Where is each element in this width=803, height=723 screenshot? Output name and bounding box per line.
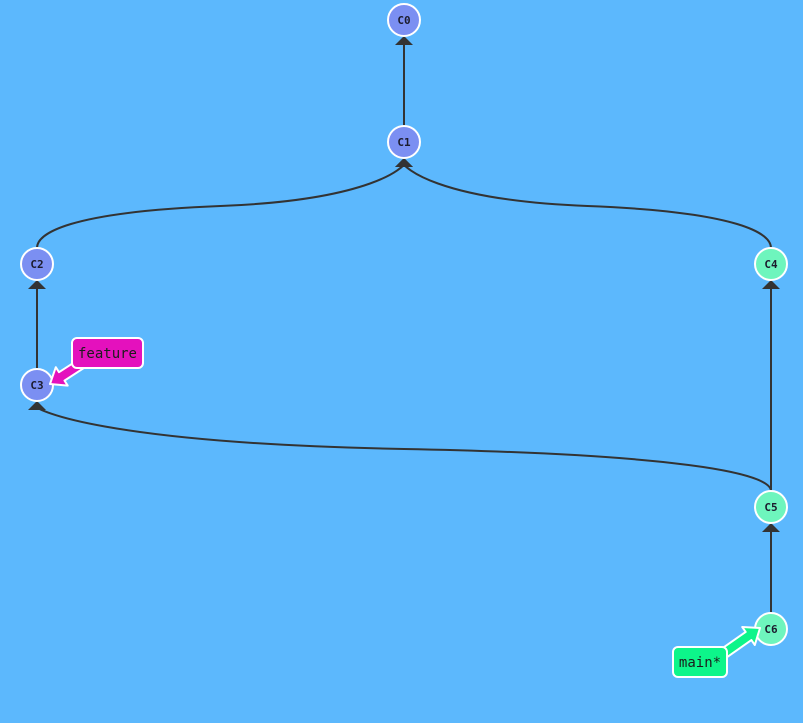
commit-node-c5[interactable]: C5 [754, 490, 788, 524]
commit-label-c6: C6 [764, 623, 778, 636]
arrowhead-c5-c4 [762, 280, 780, 289]
commit-label-c0: C0 [397, 14, 410, 27]
branch-box-main [672, 646, 728, 678]
commit-label-c4: C4 [764, 258, 778, 271]
commit-circle-c2 [20, 247, 54, 281]
branch-label-main: main* [679, 655, 721, 671]
branch-feature[interactable]: feature [49, 337, 144, 387]
commit-node-c1[interactable]: C1 [387, 125, 421, 159]
commit-label-c5: C5 [764, 501, 777, 514]
commit-label-c2: C2 [30, 258, 43, 271]
arrowhead-c6-c5 [762, 523, 780, 532]
edges-layer [28, 36, 780, 613]
arrowhead-c5-c3 [28, 401, 46, 410]
edge-c2-c1 [36, 163, 405, 249]
commit-node-c4[interactable]: C4 [754, 247, 788, 281]
edge-c4-c1 [403, 163, 772, 249]
edge-c5-c3 [36, 406, 772, 492]
commit-node-c0[interactable]: C0 [387, 3, 421, 37]
commit-circle-c4 [754, 247, 788, 281]
commit-node-c2[interactable]: C2 [20, 247, 54, 281]
branch-label-feature: feature [78, 346, 137, 362]
commit-circle-c5 [754, 490, 788, 524]
commit-node-c3[interactable]: C3 [20, 368, 54, 402]
commit-label-c3: C3 [30, 379, 43, 392]
branch-box-feature [71, 337, 144, 369]
commit-label-c1: C1 [397, 136, 411, 149]
commit-circle-c0 [387, 3, 421, 37]
commit-circle-c1 [387, 125, 421, 159]
branches-layer: feature main* [49, 337, 761, 678]
arrowhead-c4-c1 [395, 158, 413, 167]
arrowhead-c1-c0 [395, 36, 413, 45]
branch-main[interactable]: main* [672, 626, 761, 678]
arrowhead-c3-c2 [28, 280, 46, 289]
